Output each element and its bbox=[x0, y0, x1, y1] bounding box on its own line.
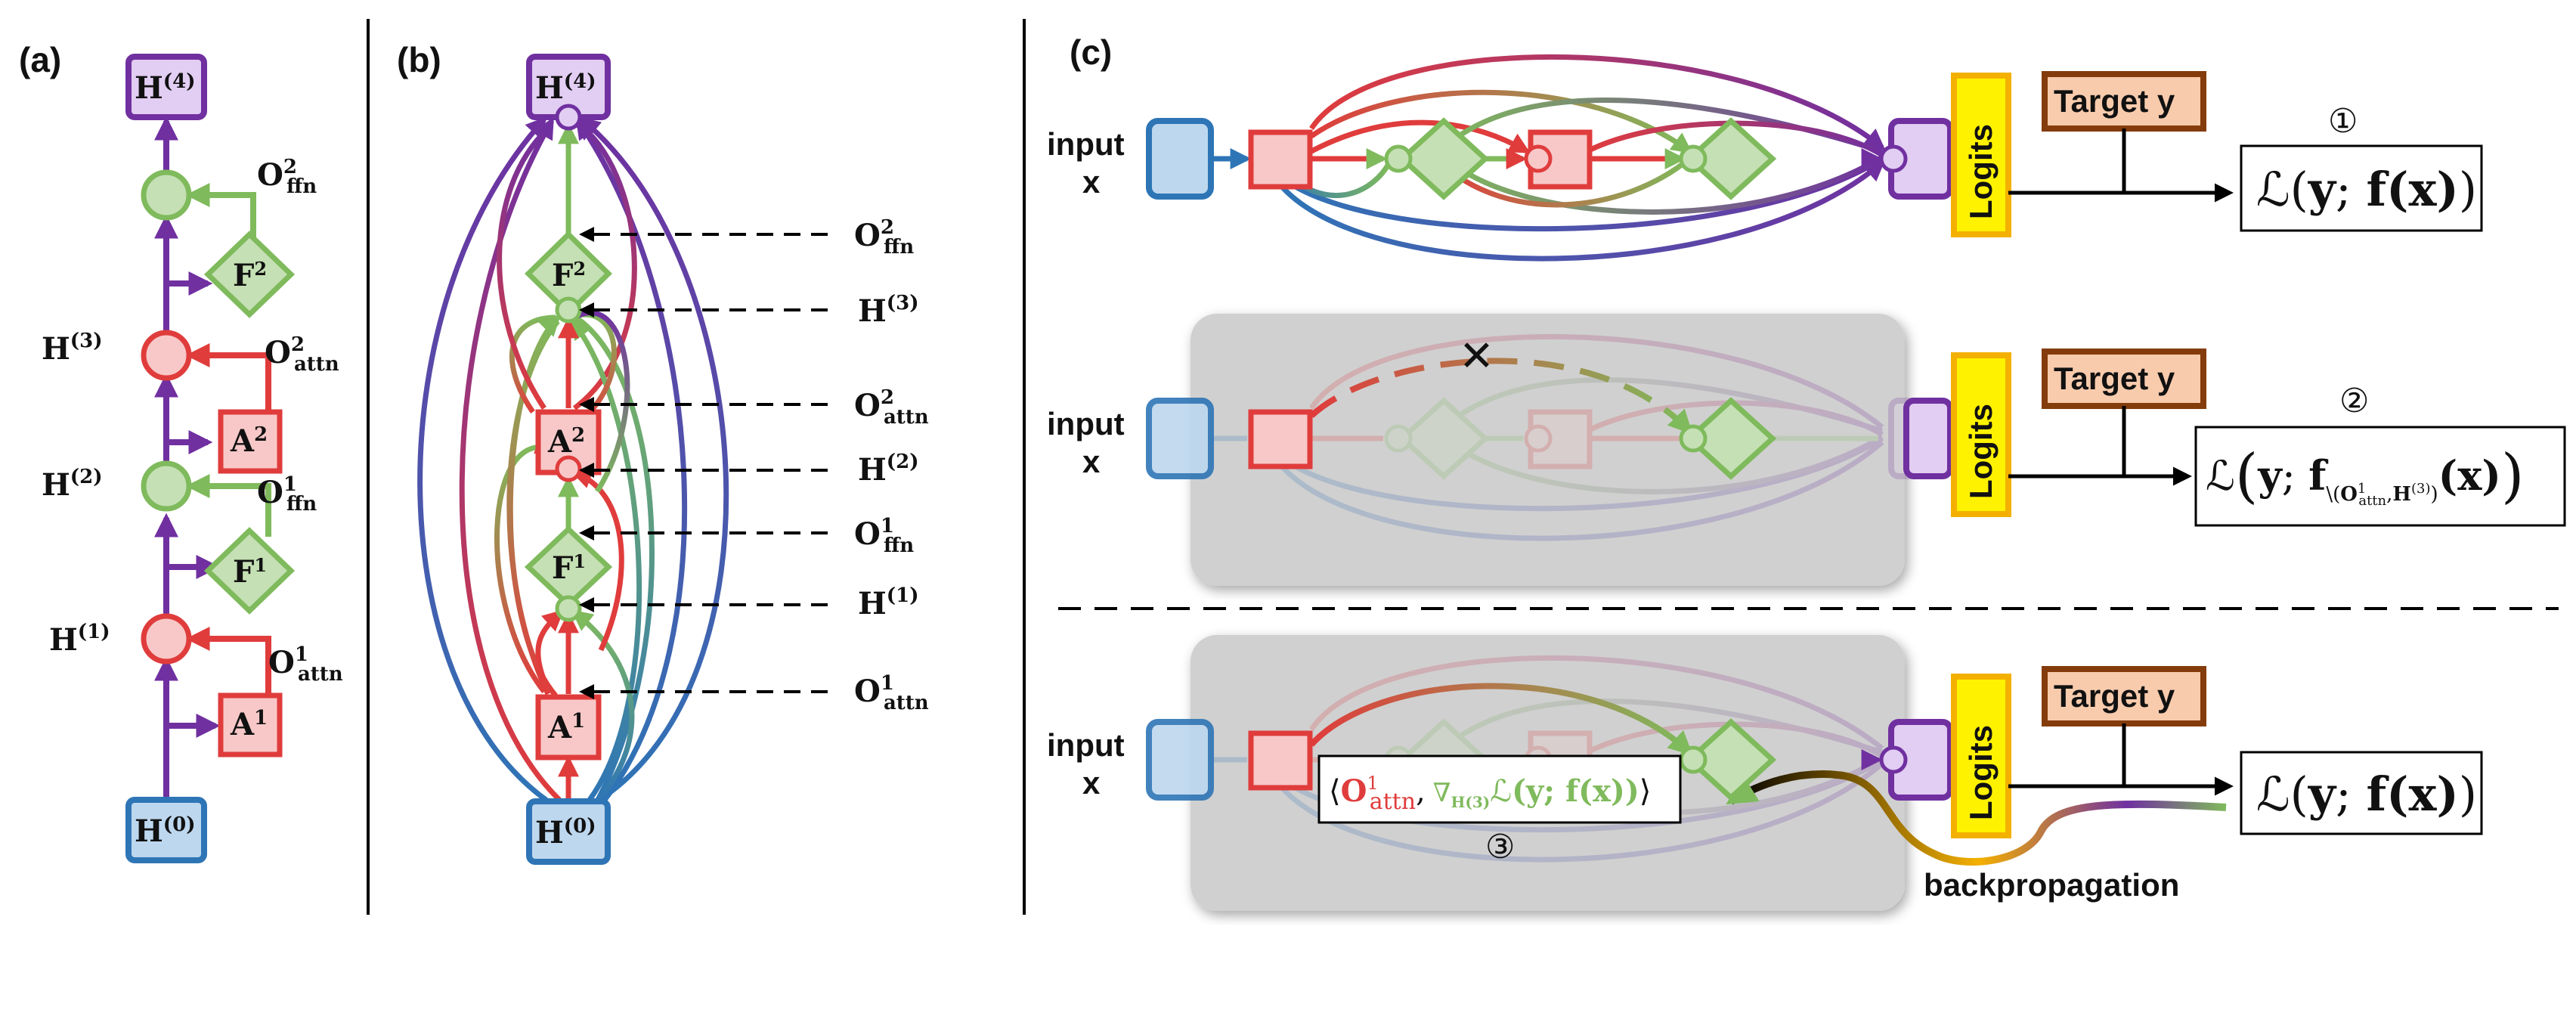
c-row2-logits-label: Logits bbox=[1963, 404, 1999, 499]
b-label-h3: H(3) bbox=[858, 292, 919, 329]
b-node-f1-label: F1 bbox=[552, 550, 586, 586]
c-row1-loss: ℒ(y; f(x)) bbox=[2256, 162, 2477, 217]
c-row1-input-x: x bbox=[1082, 164, 1101, 200]
panel-label-a: (a) bbox=[19, 40, 61, 79]
b-node-h4-label: H(4) bbox=[535, 70, 596, 106]
a-label-h1: H(1) bbox=[49, 621, 110, 658]
b-node-a1 bbox=[535, 694, 602, 761]
c-row3-target-label: Target y bbox=[2054, 678, 2175, 714]
b-node-a1-label: A1 bbox=[547, 710, 585, 745]
panel-label-b: (b) bbox=[397, 40, 441, 79]
c-row1-target-label: Target y bbox=[2054, 83, 2175, 119]
a-node-h3ffn-circle bbox=[141, 169, 192, 221]
c-row3-target bbox=[2042, 666, 2206, 726]
a-node-a1-label: A1 bbox=[230, 707, 268, 742]
panel-label-c: (c) bbox=[1070, 33, 1112, 72]
c-inner-product-box bbox=[1317, 754, 1682, 824]
c-row2-cross: ✕ bbox=[1459, 332, 1494, 379]
a-node-a1 bbox=[218, 692, 283, 757]
a-node-h0 bbox=[125, 797, 207, 863]
b-node-h2-circle bbox=[555, 455, 582, 482]
b-node-h0 bbox=[526, 798, 611, 865]
c-marker-3: ③ bbox=[1485, 828, 1515, 866]
a-label-h3: H(3) bbox=[42, 330, 103, 367]
b-node-a2-label: A2 bbox=[547, 424, 585, 460]
a-node-f2 bbox=[203, 231, 296, 318]
a-node-f1-label: F1 bbox=[233, 554, 267, 590]
c-row1-logits-label: Logits bbox=[1963, 124, 1999, 219]
c-row3-logits bbox=[1951, 674, 2011, 838]
b-node-h0-label: H(0) bbox=[535, 815, 596, 850]
c-row1-logits bbox=[1951, 73, 2011, 237]
c-marker-2: ② bbox=[2339, 382, 2369, 420]
c-row1-target bbox=[2042, 71, 2206, 132]
a-node-f2-label: F2 bbox=[233, 258, 267, 293]
c-backprop-label: backpropagation bbox=[1924, 867, 2179, 903]
c-row3-input-label: input bbox=[1047, 727, 1125, 763]
c-row1-input-label: input bbox=[1047, 126, 1125, 162]
c-row3-loss: ℒ(y; f(x)) bbox=[2256, 767, 2477, 822]
c-row1-loss-box bbox=[2240, 144, 2483, 232]
b-label-h1: H(1) bbox=[858, 584, 919, 621]
a-node-h0-label: H(0) bbox=[135, 813, 196, 849]
c-row2: input x ✕ Logits bbox=[1047, 332, 2566, 541]
c-row2-logits bbox=[1951, 352, 2011, 517]
a-node-h2-circle bbox=[141, 460, 192, 512]
c-row3-input-x: x bbox=[1082, 765, 1101, 801]
a-node-f1 bbox=[203, 527, 296, 615]
b-node-f2-label: F2 bbox=[552, 258, 586, 293]
c-row3-loss-box bbox=[2240, 751, 2483, 835]
b-label-h2: H(2) bbox=[858, 451, 919, 488]
c-row2-input-label: input bbox=[1047, 406, 1125, 441]
a-node-h1-circle bbox=[141, 613, 192, 664]
c-row3: input x Logits T bbox=[1047, 655, 2483, 903]
a-node-a2-label: A2 bbox=[230, 423, 268, 459]
a-node-a2 bbox=[218, 409, 283, 474]
c-row2-input-x: x bbox=[1082, 444, 1101, 479]
a-node-h4 bbox=[125, 54, 207, 120]
b-node-h3-circle bbox=[555, 296, 582, 324]
a-node-h3-circle bbox=[141, 330, 192, 381]
c-row2-target-label: Target y bbox=[2054, 361, 2175, 396]
a-node-h4-label: H(4) bbox=[135, 70, 196, 106]
b-node-h1-circle bbox=[555, 595, 582, 622]
c-marker-1: ① bbox=[2328, 102, 2358, 141]
c-row3-logits-label: Logits bbox=[1963, 725, 1999, 820]
a-label-h2: H(2) bbox=[42, 466, 103, 503]
c-row2-loss-box bbox=[2194, 426, 2566, 527]
c-row1: input x Logits Target y bbox=[1047, 54, 2483, 262]
